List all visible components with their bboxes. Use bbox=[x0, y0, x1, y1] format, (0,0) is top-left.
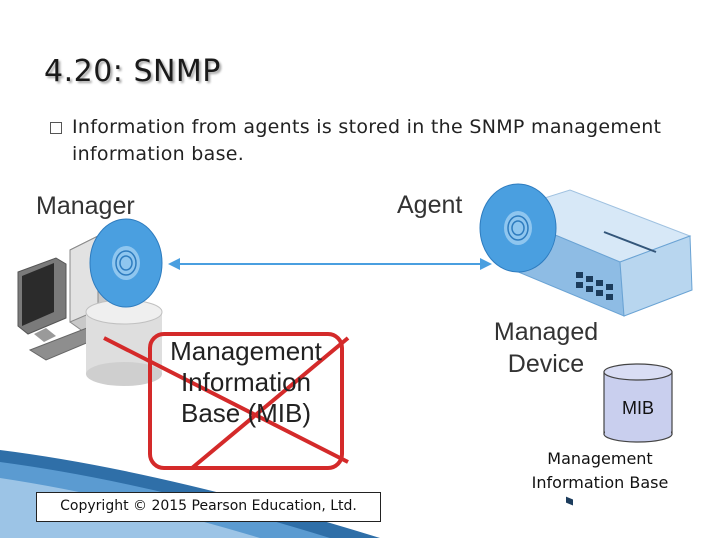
bullet-point: Information from agents is stored in the… bbox=[50, 114, 670, 168]
agent-disc-icon bbox=[480, 184, 556, 272]
agent-label: Agent bbox=[397, 191, 462, 220]
mib-small-label: Management Information Base bbox=[516, 447, 684, 495]
manager-agent-arrow bbox=[168, 258, 492, 270]
bullet-text: Information from agents is stored in the… bbox=[72, 114, 670, 168]
manager-label: Manager bbox=[36, 192, 135, 221]
mib-big-label: Management Information Base (MIB) bbox=[158, 336, 334, 429]
mib-cylinder-label: MIB bbox=[604, 398, 672, 419]
manager-disc-icon bbox=[90, 219, 162, 307]
copyright-box: Copyright © 2015 Pearson Education, Ltd. bbox=[36, 492, 381, 522]
slide-title: 4.20: SNMP bbox=[44, 54, 221, 89]
managed-device-label: Managed Device bbox=[484, 316, 608, 380]
square-bullet-icon bbox=[50, 122, 62, 134]
